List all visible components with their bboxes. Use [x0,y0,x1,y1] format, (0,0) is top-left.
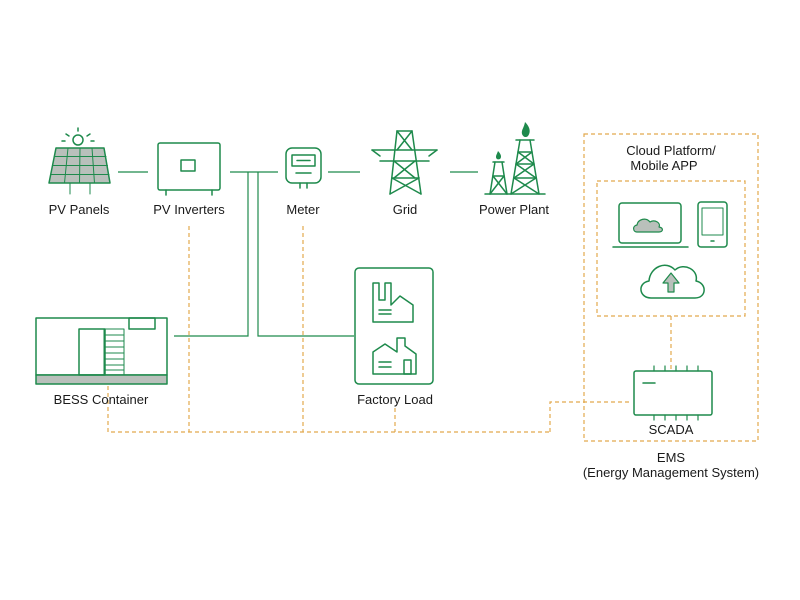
tablet-icon [697,201,728,248]
factory-icon [354,267,434,385]
cloud-upload-icon [640,264,705,299]
battery-container-icon [35,317,168,385]
inverter-icon [157,142,221,196]
factory-load-label: Factory Load [357,392,433,407]
ems-label-line1: EMS [657,450,686,465]
solar-panel-icon [48,127,111,195]
cloud-platform-label-line1: Cloud Platform/ [626,143,716,158]
grid-label: Grid [393,202,418,217]
pv-inverters-label: PV Inverters [153,202,225,217]
scada-controller-icon [633,365,713,421]
power-plant-icon [484,122,546,195]
meter-label: Meter [286,202,320,217]
pv-panels-label: PV Panels [49,202,110,217]
communication-lines [107,133,759,442]
meter-icon [285,147,322,189]
power-plant-label: Power Plant [479,202,549,217]
transmission-tower-icon [371,130,438,195]
power-lines [118,171,478,337]
scada-label: SCADA [649,422,694,437]
cloud-platform-label-line2: Mobile APP [630,158,697,173]
ems-label-line2: (Energy Management System) [583,465,759,480]
ems-boundary [583,133,759,442]
laptop-icon [612,202,689,248]
bess-container-label: BESS Container [54,392,149,407]
cloud-platform-boundary [596,180,746,317]
